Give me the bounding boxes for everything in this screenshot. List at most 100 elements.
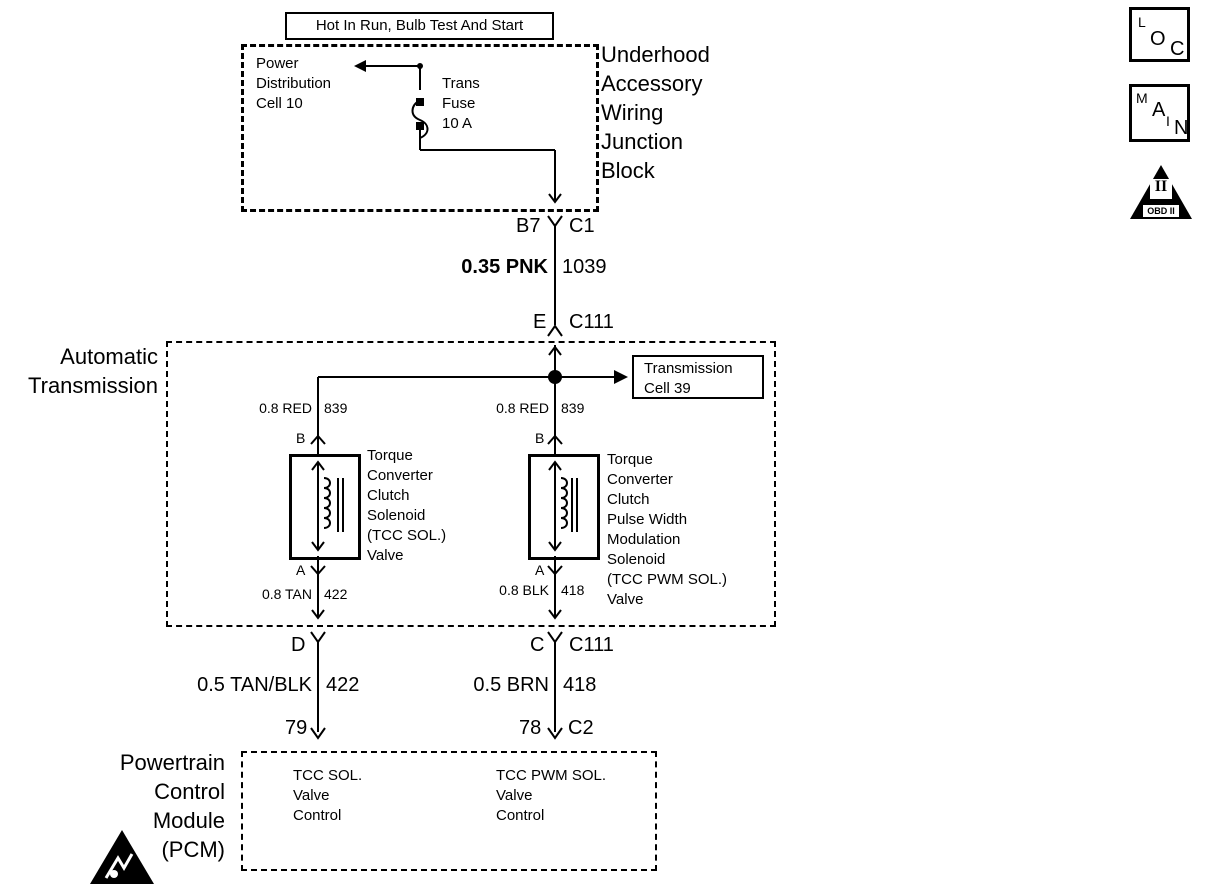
tcc-solenoid-label: Torque Converter Clutch Solenoid (TCC SO… bbox=[367, 446, 446, 566]
splice-node bbox=[548, 370, 562, 384]
left-tan-422-color: 0.8 TAN bbox=[261, 586, 312, 602]
jb-name-line-2: Accessory bbox=[601, 71, 703, 96]
left-red-839-color: 0.8 RED bbox=[259, 400, 312, 416]
c111-top-pin: E bbox=[533, 311, 547, 333]
c111-top-connector: C111 bbox=[569, 311, 614, 333]
tcc-pwm-line-2: Converter bbox=[607, 471, 673, 488]
jb-name-line-1: Underhood bbox=[601, 42, 710, 67]
power-dist-line-2: Distribution bbox=[256, 75, 332, 92]
fuse-terminal-bottom bbox=[416, 122, 424, 130]
tcc-pwm-line-5: Modulation bbox=[607, 531, 681, 548]
left-pin-a: A bbox=[296, 562, 306, 578]
pcm-label-line-4: (PCM) bbox=[161, 837, 225, 862]
pcm-right-line-3: Control bbox=[496, 807, 545, 824]
main-icon-m: M bbox=[1136, 90, 1148, 106]
transmission-cell-box: Transmission Cell 39 bbox=[632, 355, 764, 399]
right-pin-b-chevron bbox=[547, 434, 563, 445]
left-pin-b-chevron bbox=[310, 434, 326, 445]
power-header-box: Hot In Run, Bulb Test And Start bbox=[285, 12, 554, 40]
right-pin-a: A bbox=[535, 562, 545, 578]
wire-tan-blk-circuit: 422 bbox=[326, 674, 360, 696]
c1-connector-label: C1 bbox=[569, 215, 595, 237]
main-icon-n: N bbox=[1174, 117, 1189, 139]
c111-bottom-connector: C111 bbox=[569, 634, 614, 656]
trans-label-line-2: Transmission bbox=[28, 373, 158, 398]
wire-brn-color: 0.5 BRN bbox=[473, 674, 549, 696]
transmission-outline bbox=[166, 341, 776, 627]
loc-icon-l: L bbox=[1138, 14, 1146, 30]
power-distribution-label: Power Distribution Cell 10 bbox=[256, 54, 331, 114]
c111-bottom-left-chevron bbox=[310, 631, 326, 644]
right-blk-418-color: 0.8 BLK bbox=[499, 582, 549, 598]
tcc-pwm-line-3: Clutch bbox=[607, 491, 650, 508]
right-coil bbox=[560, 477, 568, 529]
trans-label-line-1: Automatic bbox=[60, 344, 158, 369]
transmission-cell-arrowhead bbox=[614, 370, 628, 384]
junction-block-name: Underhood Accessory Wiring Junction Bloc… bbox=[601, 40, 710, 185]
pcm-left-line-3: Control bbox=[293, 807, 342, 824]
trans-cell-line-2: Cell 39 bbox=[644, 380, 691, 397]
left-tan-422-circuit: 422 bbox=[324, 586, 348, 602]
pcm-label-line-3: Module bbox=[152, 808, 225, 833]
power-dist-arrowhead bbox=[354, 60, 366, 72]
trans-fuse-label: Trans Fuse 10 A bbox=[442, 74, 480, 134]
loc-icon-c: C bbox=[1170, 38, 1185, 60]
tcc-pwm-solenoid-label: Torque Converter Clutch Pulse Width Modu… bbox=[607, 450, 727, 610]
wire-pnk-circuit: 1039 bbox=[562, 256, 607, 278]
c1-arrow bbox=[548, 193, 562, 204]
pcm-outline bbox=[241, 751, 657, 871]
fuse-line-2: Fuse bbox=[442, 95, 476, 112]
tcc-sol-line-4: Solenoid bbox=[367, 507, 426, 524]
pcm-label: Powertrain Control Module (PCM) bbox=[60, 748, 225, 864]
fuse-splice-dot bbox=[417, 63, 423, 69]
obd-ii-icon[interactable]: II OBD II bbox=[1129, 164, 1193, 220]
power-header-text: Hot In Run, Bulb Test And Start bbox=[315, 17, 524, 34]
fuse-line-1: Trans bbox=[442, 75, 480, 92]
wire-tan-blk-color: 0.5 TAN/BLK bbox=[197, 674, 312, 696]
c111-bottom-pin-d: D bbox=[291, 634, 306, 656]
tcc-pwm-line-1: Torque bbox=[607, 451, 653, 468]
wire-pnk-color: 0.35 PNK bbox=[461, 256, 548, 278]
right-pin-b: B bbox=[535, 430, 545, 446]
tcc-sol-line-3: Clutch bbox=[367, 487, 410, 504]
pcm-tcc-sol-control: TCC SOL. Valve Control bbox=[293, 766, 362, 826]
right-blk-418-circuit: 418 bbox=[561, 582, 585, 598]
fuse-symbol bbox=[411, 99, 429, 139]
c111-bottom-pin-c: C bbox=[530, 634, 545, 656]
junction-block-outline bbox=[241, 44, 599, 212]
tcc-sol-line-1: Torque bbox=[367, 447, 413, 464]
pcm-pin-79: 79 bbox=[285, 717, 308, 739]
tcc-sol-line-2: Converter bbox=[367, 467, 433, 484]
jb-name-line-4: Junction bbox=[601, 129, 683, 154]
left-pin-b: B bbox=[296, 430, 306, 446]
pcm-connector-c2: C2 bbox=[568, 717, 594, 739]
power-dist-line-3: Cell 10 bbox=[256, 95, 303, 112]
main-icon-i: I bbox=[1166, 113, 1170, 129]
loc-icon-o: O bbox=[1150, 28, 1166, 50]
tcc-pwm-line-7: (TCC PWM SOL.) bbox=[607, 571, 727, 588]
c111-top-chevron bbox=[547, 324, 563, 337]
loc-icon[interactable]: L O C bbox=[1129, 7, 1190, 62]
fuse-terminal-top bbox=[416, 98, 424, 106]
pcm-label-line-1: Powertrain bbox=[119, 750, 225, 775]
pcm-left-line-2: Valve bbox=[293, 787, 330, 804]
tcc-solenoid-box bbox=[289, 454, 361, 560]
tcc-pwm-line-6: Solenoid bbox=[607, 551, 666, 568]
tcc-pwm-line-4: Pulse Width bbox=[607, 511, 688, 528]
fuse-line-3: 10 A bbox=[442, 115, 473, 132]
right-red-839-circuit: 839 bbox=[561, 400, 585, 416]
pcm-right-line-2: Valve bbox=[496, 787, 533, 804]
transmission-label: Automatic Transmission bbox=[0, 342, 158, 400]
left-coil bbox=[323, 477, 331, 529]
tcc-pwm-line-8: Valve bbox=[607, 591, 644, 608]
c111-bottom-right-chevron bbox=[547, 631, 563, 644]
main-icon[interactable]: M A I N bbox=[1129, 84, 1190, 142]
pcm-label-line-2: Control bbox=[154, 779, 225, 804]
power-dist-line-1: Power bbox=[256, 55, 299, 72]
tcc-sol-line-6: Valve bbox=[367, 547, 404, 564]
c1-pin-label: B7 bbox=[516, 215, 541, 237]
left-red-839-circuit: 839 bbox=[324, 400, 348, 416]
obd-label: OBD II bbox=[1147, 206, 1175, 216]
pcm-right-line-1: TCC PWM SOL. bbox=[496, 767, 607, 784]
